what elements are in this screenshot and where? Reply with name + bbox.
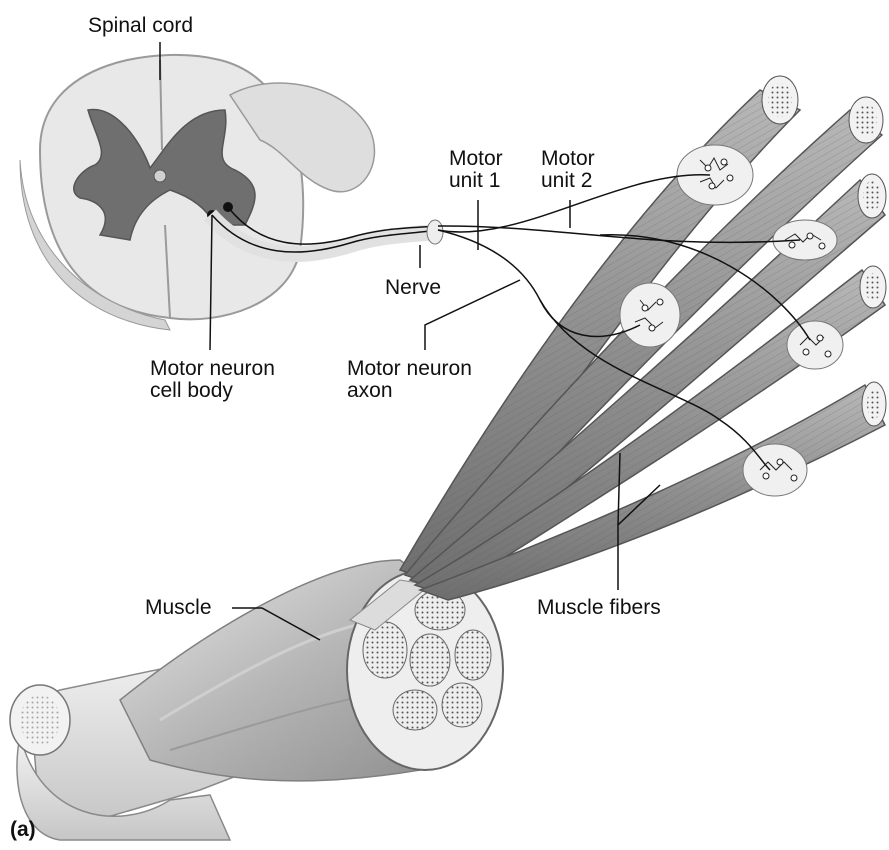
motor-neuron-axon-label: Motor neuron axon: [347, 358, 472, 402]
motor-unit-2-label: Motor unit 2: [541, 148, 595, 192]
neuromuscular-junction: [787, 321, 843, 369]
muscle-cross-section: [347, 570, 503, 770]
neuromuscular-junction: [773, 220, 837, 260]
muscle-label: Muscle: [145, 597, 212, 619]
spinal-cord-label: Spinal cord: [88, 15, 193, 37]
neuromuscular-junction: [743, 444, 807, 496]
panel-label: (a): [10, 818, 36, 842]
motor-neuron-cell-body-label: Motor neuron cell body: [150, 358, 275, 402]
motor-unit-1-label: Motor unit 1: [449, 148, 503, 192]
spinal-cord: [20, 55, 374, 330]
neuromuscular-junction: [620, 283, 680, 347]
muscle-fibers-label: Muscle fibers: [537, 597, 661, 619]
nerve-label: Nerve: [385, 277, 441, 299]
